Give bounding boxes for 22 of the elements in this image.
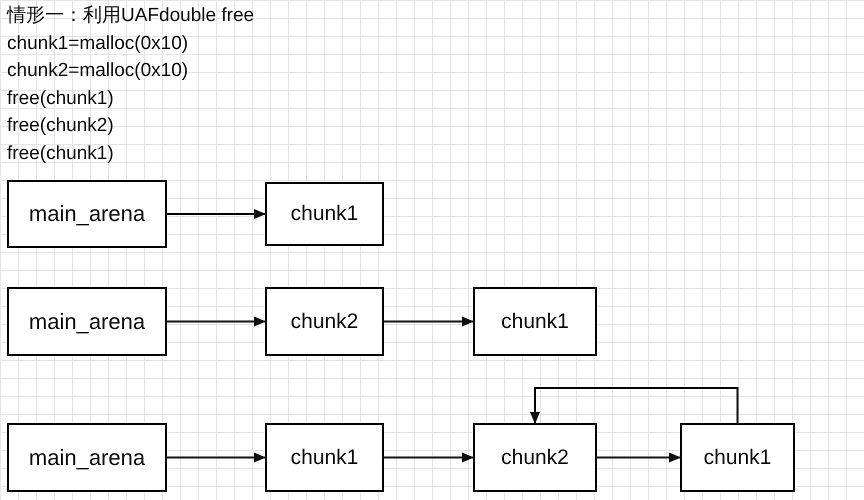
arrow [167, 452, 266, 462]
arrow [384, 452, 474, 462]
arrow [167, 209, 266, 219]
block-box: chunk1 [473, 287, 597, 356]
code-line: free(chunk2) [7, 114, 114, 138]
arrow [597, 452, 681, 462]
block-box: main_arena [7, 423, 167, 492]
code-line: free(chunk1) [7, 142, 114, 166]
block-box: chunk1 [265, 182, 384, 246]
arrow [167, 316, 266, 326]
arrow [530, 387, 738, 424]
block-box: chunk2 [473, 423, 597, 492]
block-box: chunk1 [680, 423, 795, 492]
code-line: chunk1=malloc(0x10) [7, 32, 188, 56]
code-line: free(chunk1) [7, 86, 114, 110]
code-line: chunk2=malloc(0x10) [7, 59, 188, 83]
arrow [384, 316, 474, 326]
block-box: main_arena [7, 180, 167, 248]
heading: 情形一：利用UAFdouble free [7, 4, 254, 28]
block-box: main_arena [7, 287, 167, 356]
block-box: chunk1 [265, 423, 384, 492]
block-box: chunk2 [265, 287, 384, 356]
